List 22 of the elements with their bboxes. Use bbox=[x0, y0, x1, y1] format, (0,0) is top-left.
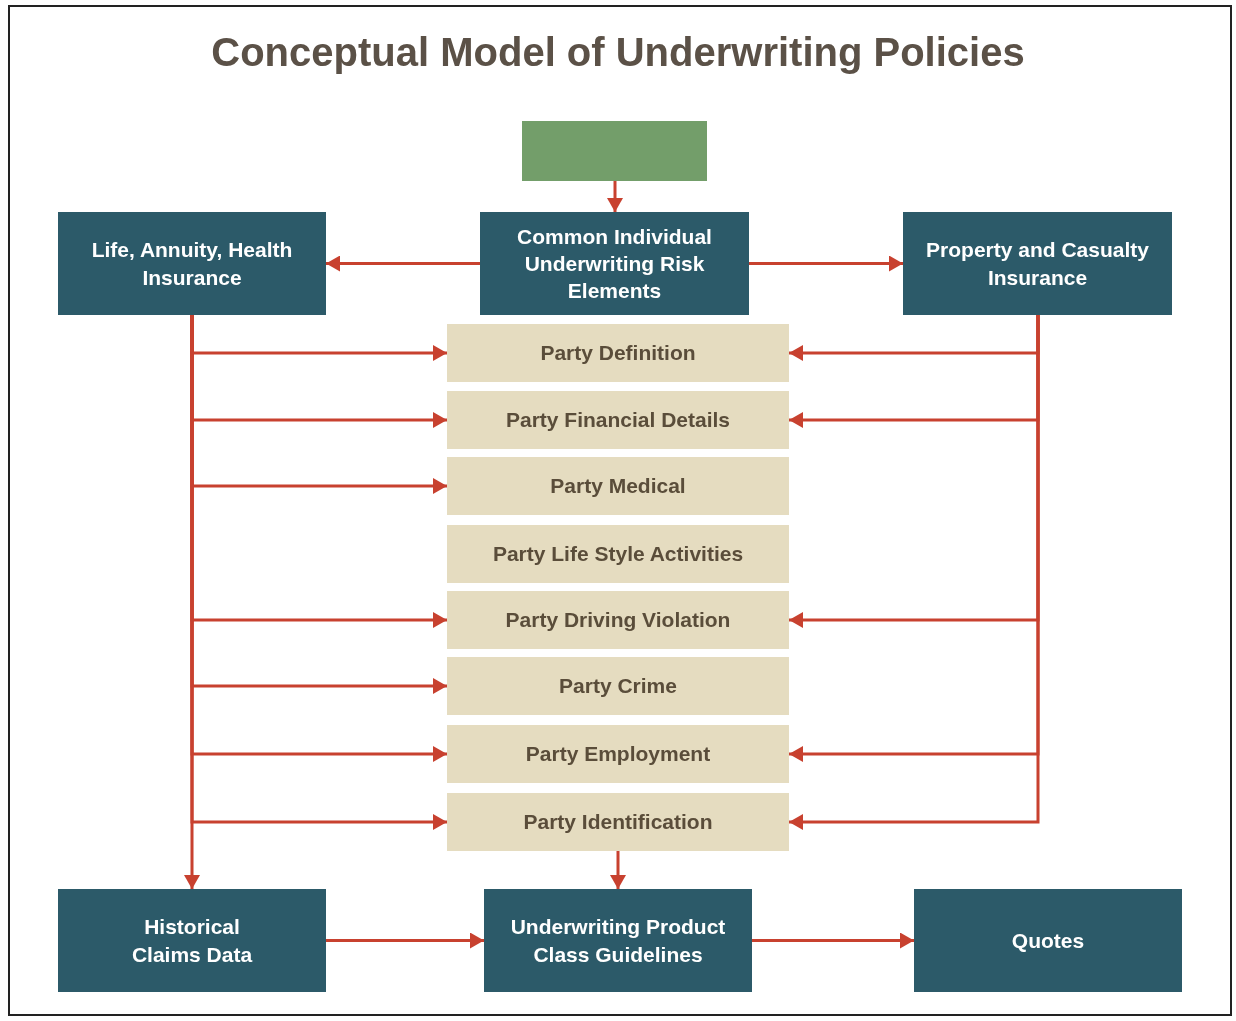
data-element-box: Party Crime bbox=[447, 657, 789, 715]
data-element-box: Party Life Style Activities bbox=[447, 525, 789, 583]
process-box: Quotes bbox=[914, 889, 1182, 992]
data-element-box: Party Definition bbox=[447, 324, 789, 382]
process-box: Life, Annuity, Health Insurance bbox=[58, 212, 326, 315]
arrow bbox=[607, 181, 623, 212]
data-element-box: Party Employment bbox=[447, 725, 789, 783]
process-box: Property and Casualty Insurance bbox=[903, 212, 1172, 315]
process-box: Historical Claims Data bbox=[58, 889, 326, 992]
diagram-title: Conceptual Model of Underwriting Policies bbox=[210, 30, 1026, 75]
process-box: Common Individual Underwriting Risk Elements bbox=[480, 212, 749, 315]
empty-box bbox=[522, 121, 707, 181]
arrow bbox=[610, 851, 626, 889]
arrow bbox=[749, 255, 903, 272]
data-element-box: Party Driving Violation bbox=[447, 591, 789, 649]
arrow bbox=[752, 932, 914, 949]
data-element-box: Party Identification bbox=[447, 793, 789, 851]
process-box: Underwriting Product Class Guidelines bbox=[484, 889, 752, 992]
data-element-box: Party Financial Details bbox=[447, 391, 789, 449]
arrow bbox=[326, 255, 480, 272]
arrow bbox=[326, 932, 484, 949]
data-element-box: Party Medical bbox=[447, 457, 789, 515]
